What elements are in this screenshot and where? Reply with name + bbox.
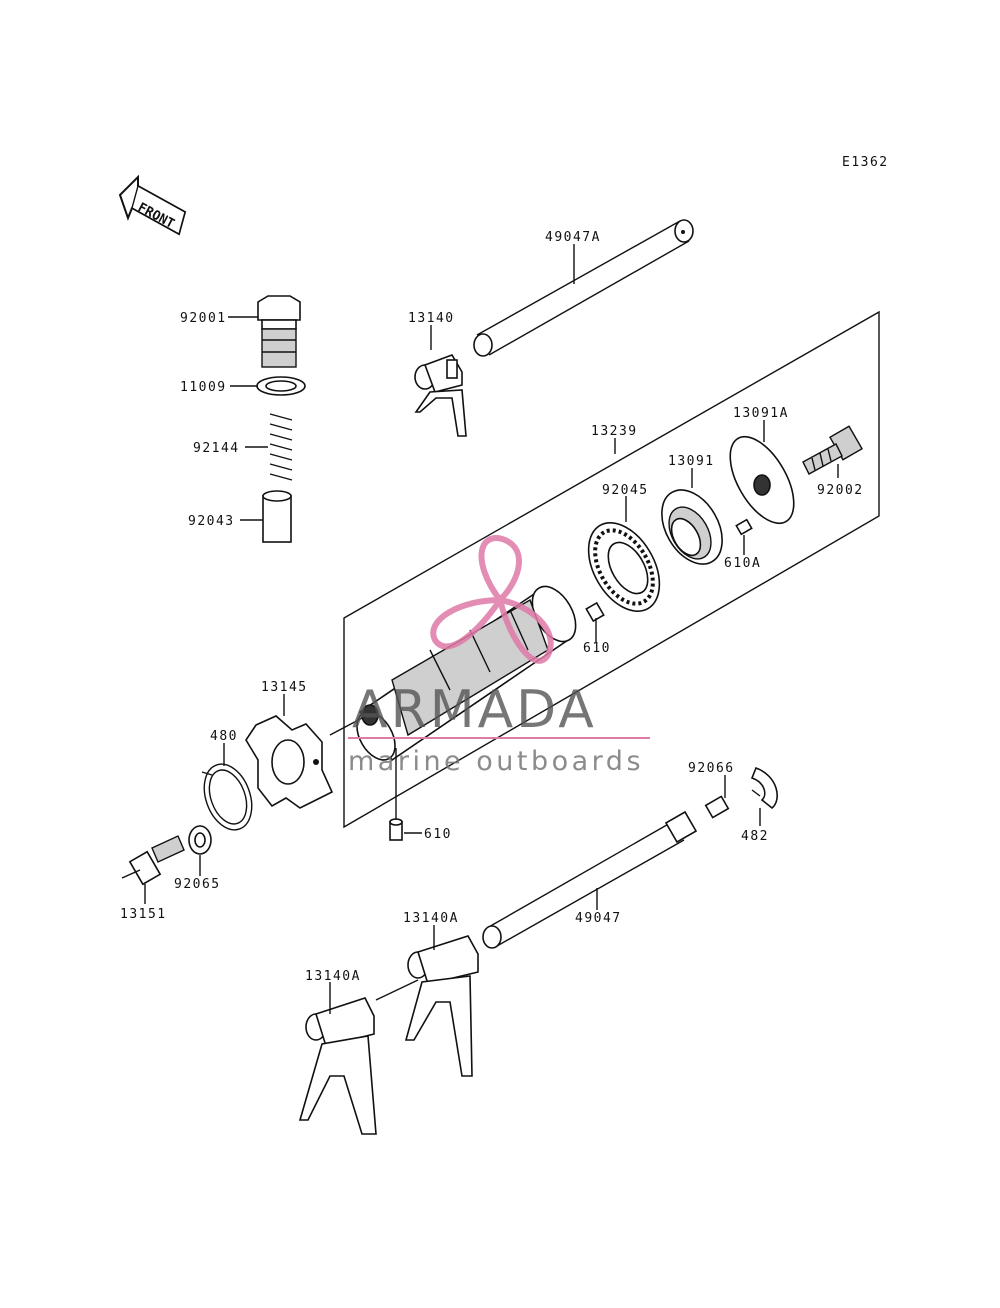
callout-92045: 92045	[602, 483, 649, 498]
callout-13145: 13145	[261, 680, 308, 695]
part-92065-washer	[188, 825, 212, 855]
callout-92002: 92002	[817, 483, 864, 498]
part-92066-collar	[704, 795, 730, 819]
part-92002-bolt	[802, 425, 863, 475]
watermark-brand: ARMADA	[352, 680, 597, 740]
diagram-code: E1362	[842, 155, 889, 170]
watermark-logo-icon	[430, 535, 554, 664]
callout-482: 482	[741, 829, 769, 844]
callout-13140: 13140	[408, 311, 455, 326]
callout-610A: 610A	[724, 556, 761, 571]
leader-lines	[144, 244, 839, 1014]
callout-480: 480	[210, 729, 238, 744]
callout-13091: 13091	[668, 454, 715, 469]
part-49047A-shaft	[473, 219, 694, 357]
callout-92066: 92066	[688, 761, 735, 776]
part-13140A-fork-upper	[404, 935, 479, 1077]
part-49047-shaft	[482, 810, 698, 949]
front-arrow-icon: FRONT	[118, 174, 187, 236]
part-11009-washer	[256, 376, 306, 396]
callout-13140A-upper: 13140A	[403, 911, 459, 926]
callout-11009: 11009	[180, 380, 227, 395]
part-92043-pin	[262, 490, 292, 543]
part-13140-fork	[414, 354, 467, 437]
callout-92043: 92043	[188, 514, 235, 529]
part-482-eclip	[750, 766, 778, 810]
part-610A-pin	[735, 518, 753, 536]
part-610-pin-lower	[389, 818, 403, 841]
part-13151-switch	[121, 835, 185, 886]
part-92144-spring	[269, 413, 293, 481]
callout-13140A-lower: 13140A	[305, 969, 361, 984]
part-13091-cam	[661, 489, 723, 565]
callout-49047: 49047	[575, 911, 622, 926]
part-480-circlip	[201, 763, 253, 831]
callout-610-lower: 610	[424, 827, 452, 842]
callout-13091A: 13091A	[733, 406, 789, 421]
callout-92001: 92001	[180, 311, 227, 326]
callout-49047A: 49047A	[545, 230, 601, 245]
callout-13151: 13151	[120, 907, 167, 922]
part-92045-bearing	[587, 522, 661, 612]
part-13145-star-plate	[245, 715, 334, 809]
callout-610-upper: 610	[583, 641, 611, 656]
watermark-tagline: marine outboards	[348, 746, 644, 777]
part-610-pin-upper	[585, 601, 605, 623]
callout-92065: 92065	[174, 877, 221, 892]
callout-92144: 92144	[193, 441, 240, 456]
part-13091A-plate	[729, 435, 795, 525]
assembly-box-13239	[343, 310, 880, 829]
callout-13239: 13239	[591, 424, 638, 439]
part-92001-plug	[257, 295, 301, 368]
part-13140A-fork-lower	[298, 979, 419, 1135]
